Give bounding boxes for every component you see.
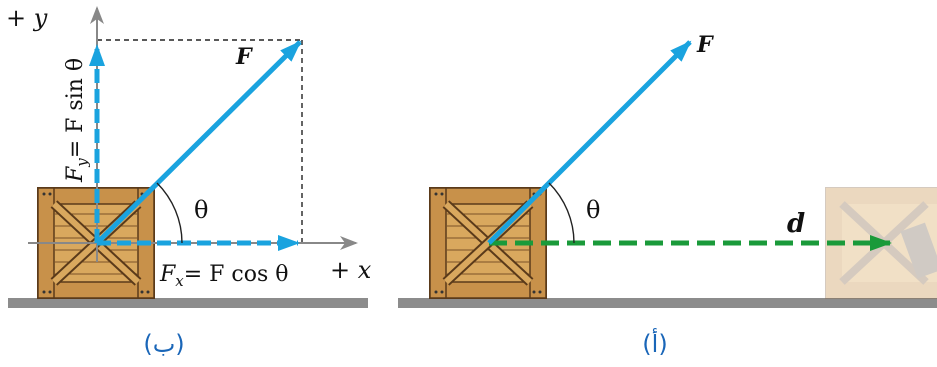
panel-a: F θ d (أ) xyxy=(398,32,937,358)
angle-label-a: θ xyxy=(586,196,600,224)
axis-y-label: + y xyxy=(6,4,48,32)
angle-arc-b xyxy=(156,182,183,244)
force-arrow-b xyxy=(95,40,302,245)
axis-x-label: + x xyxy=(330,256,372,284)
angle-arc-a xyxy=(548,182,575,244)
angle-label-b: θ xyxy=(194,196,208,224)
caption-a: (أ) xyxy=(642,328,667,358)
force-arrow-a xyxy=(487,40,692,245)
displacement-label: d xyxy=(787,209,805,239)
fy-subscript: y xyxy=(73,158,91,168)
fy-label: Fy= F sin θ xyxy=(63,58,91,183)
force-label-a: F xyxy=(696,32,714,58)
force-label-b: F xyxy=(235,44,253,70)
fy-rest: = F sin θ xyxy=(63,58,88,158)
fx-subscript: x xyxy=(175,272,184,290)
fx-rest: = F cos θ xyxy=(184,262,289,287)
fy-main: F xyxy=(63,166,88,183)
ground-a xyxy=(398,298,937,308)
fx-label: Fx= F cos θ xyxy=(159,262,289,290)
caption-b: (ب) xyxy=(143,330,184,358)
ground-b xyxy=(8,298,368,308)
panel-b: F θ + y + x Fx= F cos θ Fy= F sin θ (ب) xyxy=(6,4,372,358)
component-guide-lines xyxy=(97,39,303,243)
